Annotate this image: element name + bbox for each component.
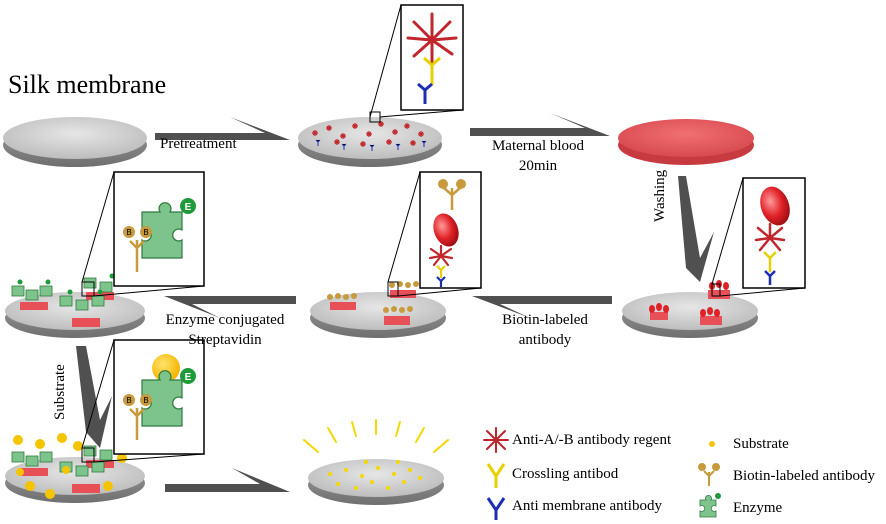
label-pretreatment: Pretreatment <box>160 136 237 152</box>
legend-anti-ab-label: Anti-A/-B antibody regent <box>512 432 672 448</box>
label-substrate: Substrate <box>52 364 68 420</box>
label-maternal-blood-line2: 20min <box>518 158 558 174</box>
arrow-enzyme <box>164 296 296 318</box>
label-maternal-blood-line1: Maternal blood <box>491 138 585 154</box>
membrane-disc-biotin <box>310 281 446 338</box>
arrow-substrate <box>76 346 112 448</box>
membrane-disc-enzyme <box>5 269 145 338</box>
label-enzyme: Enzyme conjugated Streptavidin <box>160 310 290 350</box>
legend-substrate-icon <box>709 441 715 447</box>
enzyme-badge-label: E <box>185 372 192 383</box>
label-enzyme-line1: Enzyme conjugated <box>165 312 285 328</box>
membrane-disc-blood <box>618 119 754 165</box>
zoom-inset-enzyme: E B B <box>81 171 205 297</box>
legend-anti-membrane-icon <box>486 497 506 520</box>
label-maternal-blood: Maternal blood 20min <box>478 136 598 176</box>
arrow-pretreatment <box>155 117 290 140</box>
membrane-disc-signal <box>303 419 449 505</box>
legend-biotin-icon <box>698 463 720 486</box>
label-biotin: Biotin-labeled antibody <box>490 310 600 350</box>
biotin-label: B <box>143 228 148 237</box>
biotin-label: B <box>126 228 131 237</box>
arrow-washing <box>678 176 714 282</box>
membrane-disc-substrate <box>5 433 145 503</box>
label-washing: Washing <box>652 169 668 222</box>
label-enzyme-line2: Streptavidin <box>188 332 262 348</box>
arrow-biotin <box>472 296 612 318</box>
legend-enzyme-label: Enzyme <box>733 500 783 516</box>
enzyme-badge-label: E <box>185 202 192 213</box>
membrane-disc-coated <box>298 117 442 167</box>
arrow-maternal-blood <box>470 113 610 136</box>
biotin-label: B <box>126 396 131 405</box>
label-biotin-line2: antibody <box>518 332 572 348</box>
legend-crossling-label: Crossling antibod <box>512 466 619 482</box>
legend-enzyme-icon <box>699 493 721 518</box>
legend-substrate-label: Substrate <box>733 436 789 452</box>
membrane-disc-plain <box>3 117 147 167</box>
membrane-disc-rbc <box>622 280 758 338</box>
label-biotin-line1: Biotin-labeled <box>502 312 588 328</box>
page-title: Silk membrane <box>8 70 167 99</box>
arrow-result <box>165 468 290 492</box>
zoom-inset-coated <box>369 4 464 123</box>
zoom-inset-biotin <box>387 171 482 297</box>
biotin-label: B <box>143 396 148 405</box>
zoom-inset-rbc <box>711 177 806 297</box>
zoom-inset-substrate: E B B <box>81 339 205 463</box>
legend-anti-ab-icon <box>483 427 509 453</box>
legend-biotin-label: Biotin-labeled antibody <box>733 468 876 484</box>
legend-crossling-icon <box>486 463 506 488</box>
legend-anti-membrane-label: Anti membrane antibody <box>512 498 662 514</box>
